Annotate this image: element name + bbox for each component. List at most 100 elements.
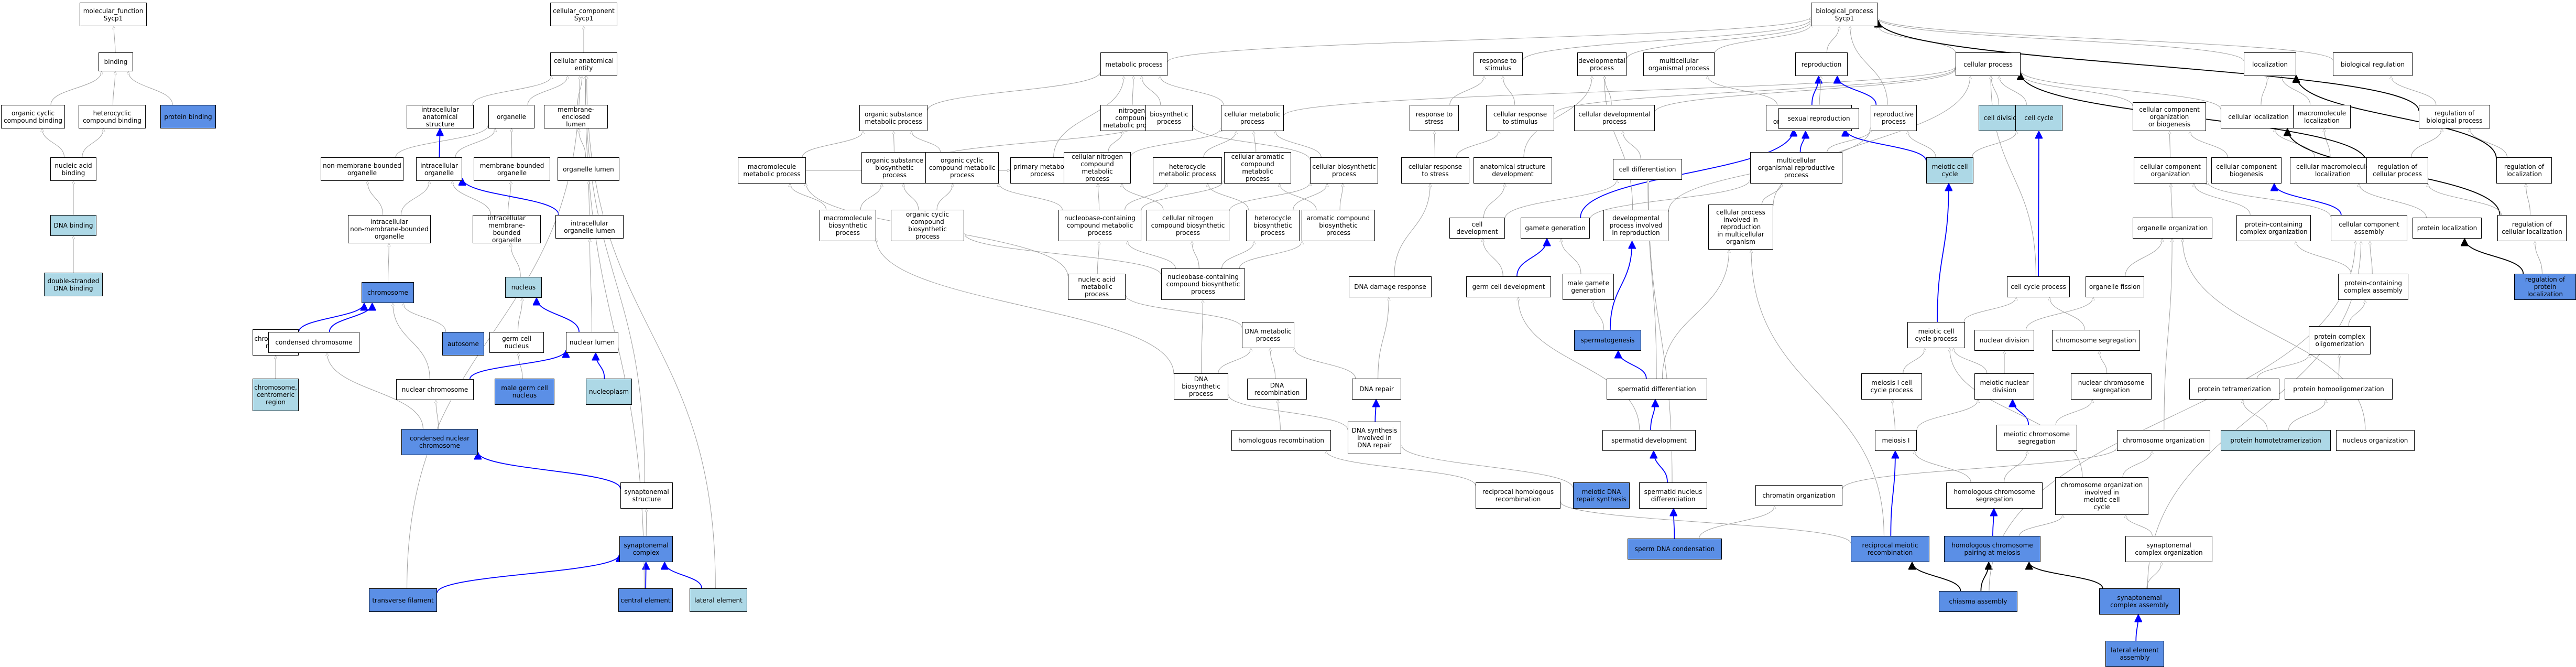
edge-pcco-to-cco	[2194, 183, 2251, 216]
go-term-node-reg-bp: regulation of biological process	[2419, 105, 2490, 128]
edge-reproduction-to-bp	[1826, 26, 1839, 53]
edge-sca-to-sco	[2146, 562, 2162, 589]
edge-nucleus-to-imbo	[511, 243, 521, 277]
edge-hmp-to-cmp	[1203, 131, 1236, 158]
edge-orgcyc-bind-to-binding	[50, 71, 102, 105]
go-term-node-nmbo: non-membrane-bounded organelle	[321, 157, 403, 181]
edge-lea-to-sca	[2136, 615, 2138, 641]
edge-trans-fil-to-syn-complex	[436, 554, 619, 594]
edge-spermatogenesis-to-mgg	[1593, 300, 1604, 330]
go-term-node-pmp: primary metabolic process	[1010, 157, 1074, 184]
edge-autosome-to-chromosome	[403, 303, 446, 332]
edge-reg-cl-to-reg-loc	[2526, 184, 2531, 216]
go-term-node-metabolic: metabolic process	[1100, 52, 1167, 76]
edge-nuc-chrom-to-nuc-lumen	[469, 350, 566, 380]
edge-prot-tetra-to-pco	[2256, 354, 2309, 379]
go-term-node-mem-lumen: membrane-enclosed lumen	[544, 105, 608, 128]
edge-pcca-to-pcco	[2296, 241, 2352, 274]
edge-sco-to-coimcc	[2126, 514, 2153, 536]
edge-prot-homotetra-to-prot-homo	[2288, 399, 2326, 431]
go-term-node-gcd: germ cell development	[1466, 276, 1551, 297]
edge-rmr-to-meiosis1	[1890, 451, 1895, 536]
edge-cbp-to-cmp	[1275, 131, 1322, 158]
edge-macro-mp-to-osmp	[802, 131, 863, 158]
edge-nbccmp-to-cacmp	[1141, 180, 1224, 211]
go-term-node-nucleus: nucleus	[505, 277, 542, 298]
go-term-node-ccp: cell cycle process	[2007, 276, 2070, 297]
edge-reg-cl-to-reg-cp	[2428, 183, 2502, 216]
go-term-node-sexual-rep: sexual reproduction	[1778, 108, 1859, 129]
go-term-node-nbcbp: nucleobase-containing compound biosynthe…	[1161, 268, 1245, 300]
edge-gamete-gen-to-morp	[1589, 179, 1750, 220]
go-term-node-dsidr: DNA synthesis involved in DNA repair	[1348, 422, 1401, 454]
edge-sexual-rep-to-reproduction	[1819, 76, 1821, 109]
go-term-node-cell-cycle: cell cycle	[2015, 105, 2062, 131]
go-term-node-mcs: meiotic chromosome segregation	[1996, 425, 2077, 451]
edge-biosyn-to-metabolic	[1142, 76, 1161, 105]
go-term-node-mbp: macromolecule biosynthetic process	[820, 210, 876, 241]
go-term-node-spermatogenesis: spermatogenesis	[1574, 330, 1641, 351]
go-term-node-rmr: reciprocal meiotic recombination	[1851, 536, 1929, 562]
edge-cca-to-ccb	[2274, 183, 2342, 216]
go-term-node-cacmp: cellular aromatic compound metabolic pro…	[1224, 152, 1291, 184]
go-term-node-prot-loc: protein localization	[2413, 218, 2482, 239]
go-term-node-osbp: organic substance biosynthetic process	[861, 152, 927, 184]
edge-ias-to-cae	[472, 76, 552, 105]
go-term-node-occmp: organic cyclic compound metabolic proces…	[925, 152, 999, 184]
go-term-node-pcco: protein-containing complex organization	[2236, 215, 2311, 241]
edge-cdp-to-dev-proc	[1604, 76, 1612, 105]
go-term-node-syn-complex: synaptonemal complex	[619, 536, 673, 562]
edge-na-bind-to-hetcyc-bind	[82, 128, 104, 158]
edge-hcs-to-mcs	[2003, 451, 2027, 483]
go-term-node-prot-homotetra: protein homotetramerization	[2221, 430, 2331, 451]
edge-cpirmo-to-morp	[1761, 183, 1782, 205]
edge-cdp-to-cell-proc	[1654, 69, 1956, 113]
edge-iol-to-intra-org	[462, 178, 560, 216]
go-term-node-cond-chrom: condensed chromosome	[268, 332, 359, 353]
go-term-node-lea: lateral element assembly	[2105, 641, 2164, 667]
edge-occmp-to-osmp	[911, 131, 941, 153]
go-term-node-mccp: meiotic cell cycle process	[1907, 322, 1965, 348]
go-term-node-cca: cellular component assembly	[2331, 215, 2407, 241]
go-term-node-cell-diff: cell differentiation	[1613, 159, 1682, 180]
go-term-node-sdc: sperm DNA condensation	[1628, 539, 1722, 560]
edge-chrom-org-to-oo	[2164, 239, 2172, 431]
edge-cnc-to-cond-chrom	[327, 353, 423, 429]
edge-meiotic-cc-to-sexual-rep	[1846, 128, 1927, 162]
edge-dpir-to-dev-proc	[1604, 76, 1633, 210]
edge-resp-stress-to-resp-stim	[1449, 76, 1484, 105]
edge-cmp-to-cell-proc	[1283, 66, 1956, 116]
go-term-node-cae: cellular anatomical entity	[550, 52, 617, 76]
edge-mcs-to-mnd	[2013, 399, 2029, 425]
edge-hbp-to-hmp	[1208, 183, 1249, 210]
go-term-node-macro-loc: macromolecule localization	[2293, 105, 2351, 128]
go-term-node-nuc-lumen: nuclear lumen	[566, 332, 618, 353]
go-term-node-orgcyc-bind: organic cyclic compound binding	[1, 105, 65, 128]
edge-lateral-el-to-syn-complex	[664, 562, 703, 589]
edge-cncmp-to-ncmp	[1108, 131, 1123, 153]
go-term-node-nuc-chrom: nuclear chromosome	[396, 379, 474, 400]
go-term-node-nuc-div: nuclear division	[1974, 330, 2034, 351]
go-term-node-asd: anatomical structure development	[1473, 157, 1552, 184]
go-term-node-bio-reg: biological regulation	[2333, 52, 2413, 76]
go-term-node-gcn: germ cell nucleus	[489, 332, 544, 353]
edge-cmp-to-metabolic	[1160, 76, 1224, 105]
edge-prot-bind-to-binding	[128, 71, 173, 105]
go-term-node-dev-proc: developmental process	[1577, 52, 1627, 76]
go-term-node-mbo: membrane-bounded organelle	[474, 157, 550, 181]
edge-rep-proc-to-bp	[1850, 26, 1888, 105]
go-term-node-oo: organelle organization	[2133, 218, 2212, 239]
edge-nbccmp-to-occmp	[999, 183, 1063, 210]
edge-mbo-to-organelle	[511, 128, 512, 158]
edge-binding-to-mf	[114, 26, 116, 53]
edge-cbp-to-biosyn	[1193, 125, 1311, 160]
go-term-node-crts: cellular response to stress	[1401, 157, 1469, 184]
go-term-node-mf: molecular_function Sycp1	[80, 3, 147, 26]
go-term-node-cc: cellular_component Sycp1	[550, 3, 617, 26]
edge-dsidr-to-dna-biosyn	[1228, 394, 1348, 430]
edge-rmr-to-rhr	[1560, 501, 1851, 544]
edge-spermatid-diff-to-spermatogenesis	[1618, 350, 1647, 379]
edge-syn-struct-to-cae	[585, 76, 645, 483]
go-term-node-cnc: condensed nuclear chromosome	[401, 429, 478, 455]
